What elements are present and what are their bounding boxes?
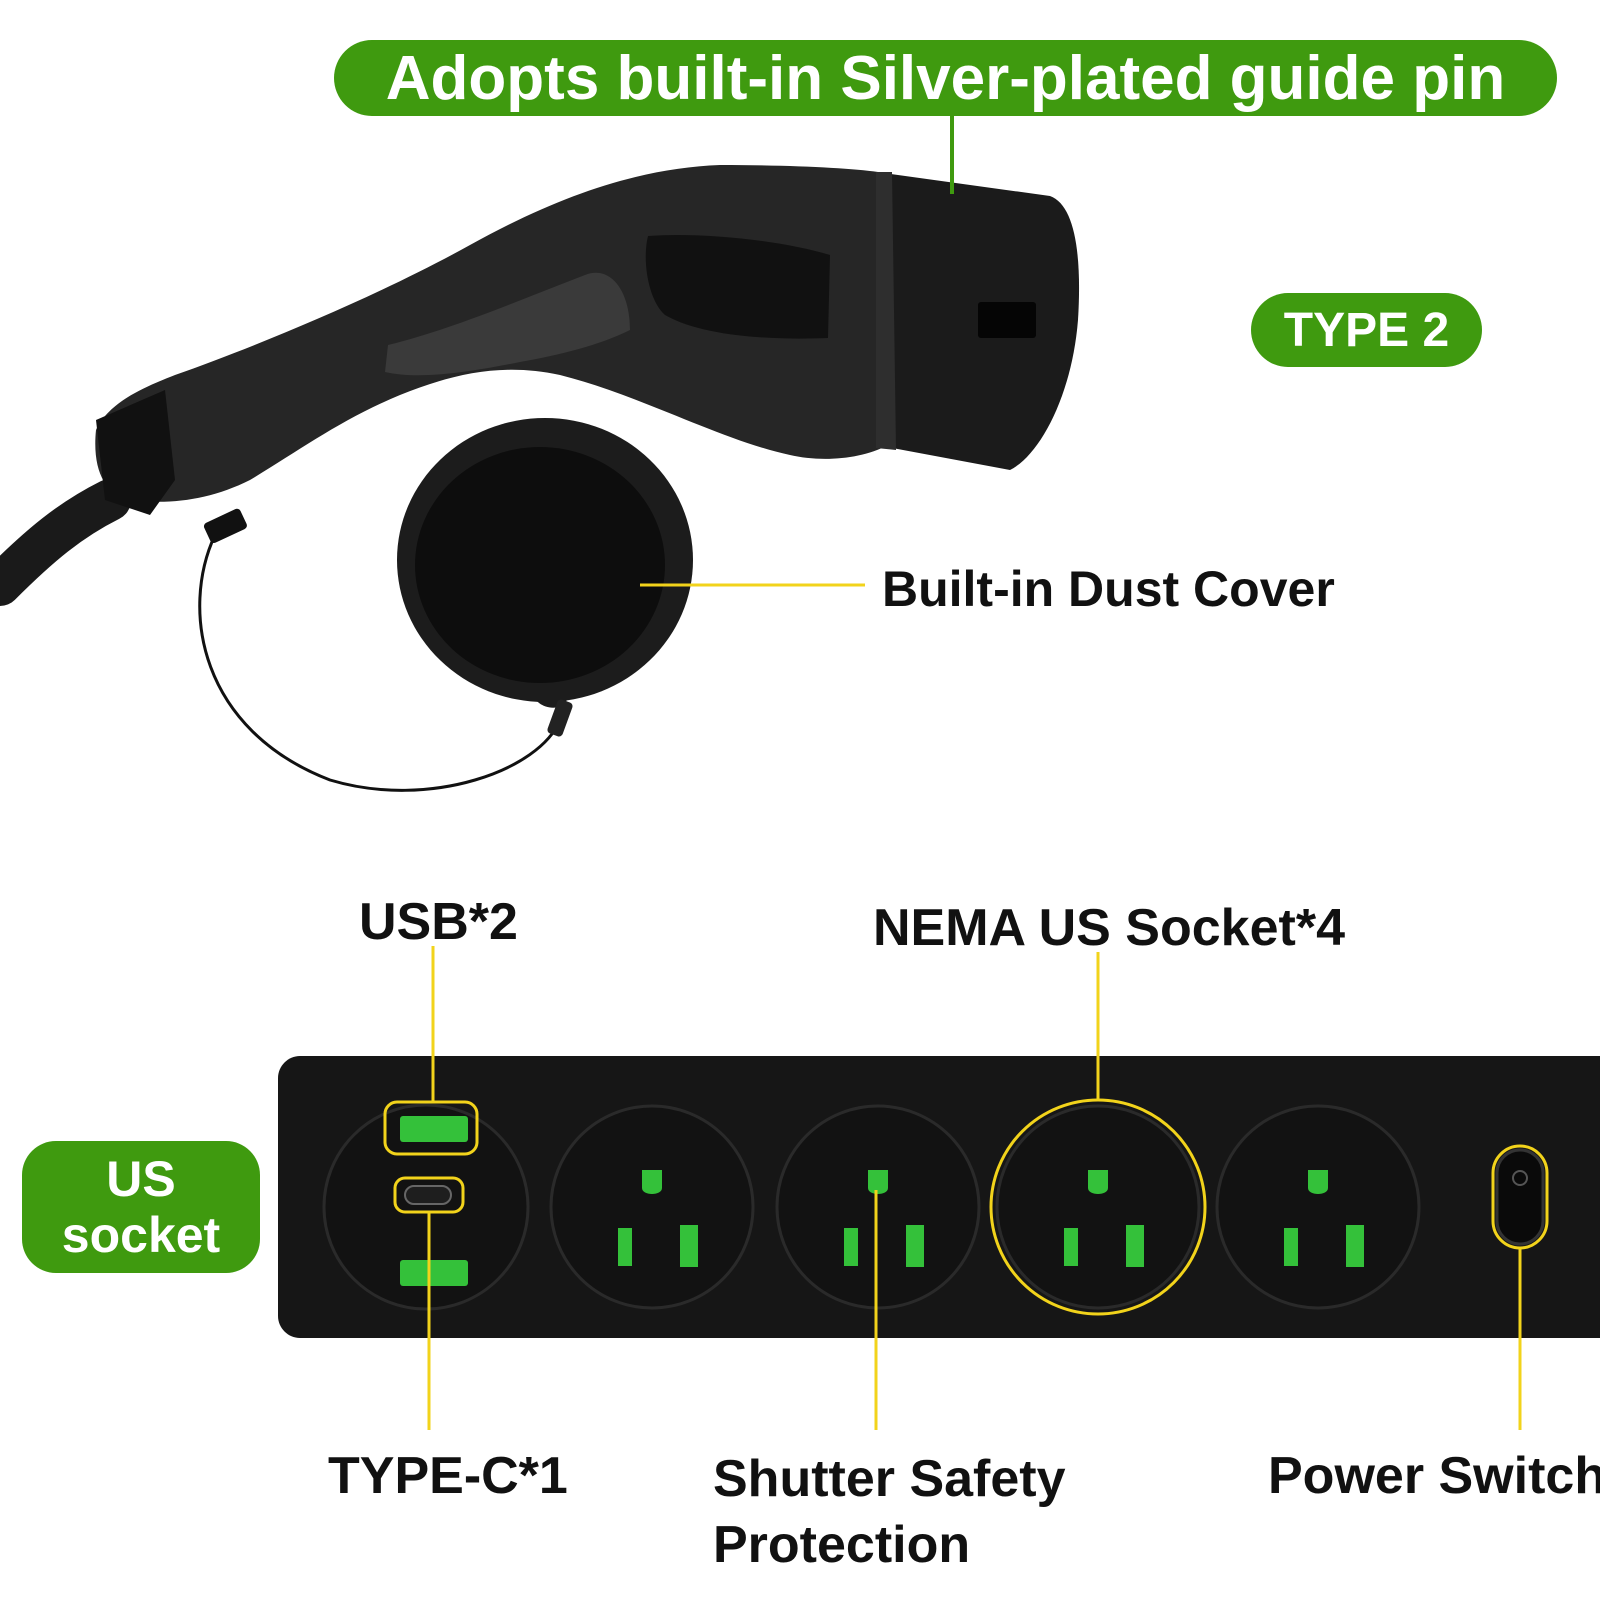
nema-socket-1 [549,1104,755,1310]
strap-clip [203,508,247,544]
guide-pin-banner: Adopts built-in Silver-plated guide pin [334,40,1557,116]
nema-socket-3 [995,1104,1201,1310]
callout-highlights [383,946,1549,1430]
shutter-label-line2: Protection [713,1516,971,1574]
dust-cover [397,418,693,737]
cable [0,479,131,606]
usb-label: USB*2 [359,893,518,951]
side-panel [645,234,830,339]
usb-c-port [404,1185,452,1205]
plug-collar [96,390,175,515]
shutter-label: Shutter Safety Protection [713,1446,1066,1578]
type2-badge: TYPE 2 [1251,293,1482,367]
nema-socket-2 [775,1104,981,1310]
usb-module [322,1103,530,1311]
power-strip [278,1056,1600,1338]
connector-head [876,172,1080,470]
us-socket-line1: US [106,1151,176,1207]
usb-a-port-top [400,1116,468,1142]
typec-label: TYPE-C*1 [328,1447,568,1505]
shutter-label-line1: Shutter Safety [713,1450,1066,1508]
type2-text: TYPE 2 [1283,303,1450,357]
connector-ring [876,172,896,450]
grip-texture [385,272,630,376]
us-socket-badge: US socket [22,1141,260,1273]
nema-label: NEMA US Socket*4 [873,899,1345,957]
power-switch [1495,1148,1545,1246]
tether-strap [198,534,562,792]
usb-highlight [383,1100,479,1156]
us-socket-line2: socket [61,1207,221,1263]
nema-socket-4 [1215,1104,1421,1310]
connector-latch-slot [978,302,1036,338]
power-icon [1512,1170,1528,1186]
guide-pin-text: Adopts built-in Silver-plated guide pin [385,43,1506,113]
power-switch-label: Power Switch [1268,1447,1600,1505]
dust-cover-label: Built-in Dust Cover [882,561,1335,617]
ev-plug [0,165,1080,792]
usb-a-port-bottom [400,1260,468,1286]
